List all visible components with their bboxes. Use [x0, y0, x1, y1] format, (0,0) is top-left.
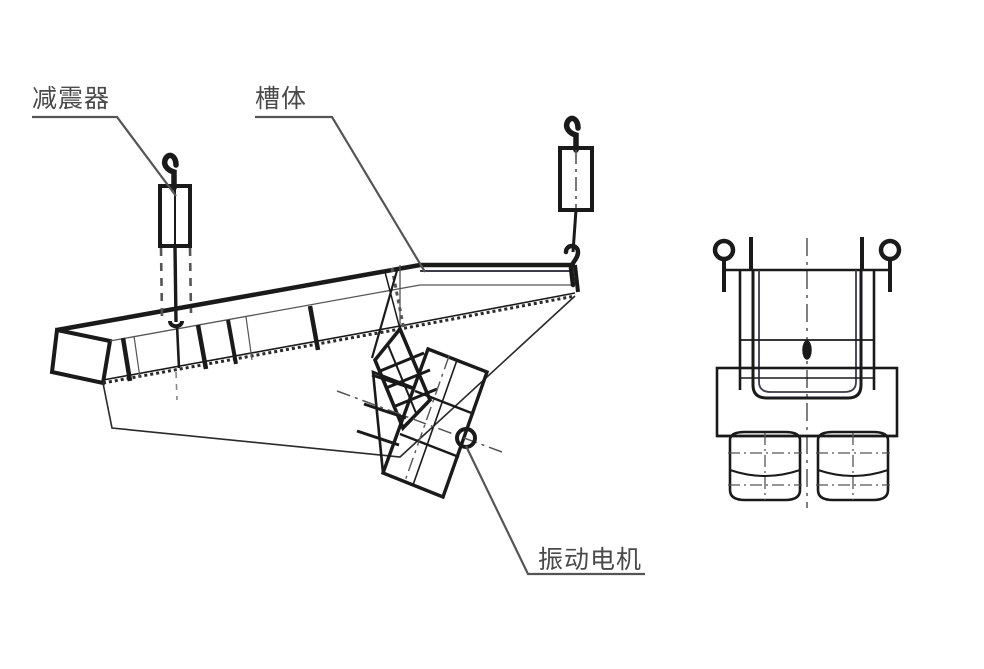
trough-rib-3 — [226, 319, 238, 365]
damper-right-hook-bottom — [563, 243, 581, 288]
motor-mount-bracket — [370, 266, 438, 432]
damper-left-pin-hidden — [175, 371, 178, 401]
trough-label: 槽体 — [255, 84, 307, 113]
motor-left-cylinder — [728, 430, 802, 502]
bracket-plate — [372, 325, 433, 432]
damper-leader-line — [32, 115, 177, 197]
trough-rib-4 — [307, 305, 321, 351]
bracket-center-line — [387, 344, 417, 414]
motor-leader-line — [465, 445, 645, 576]
trough-leader-line — [255, 115, 426, 273]
trough-rib-3-far — [245, 316, 253, 361]
motor-right-split — [817, 469, 889, 477]
lifting-eyelet-left — [712, 238, 736, 292]
bracket-bolt-1 — [379, 351, 425, 373]
end-view-motor-right — [816, 430, 890, 502]
motor-partition-2 — [399, 432, 460, 459]
damper-left-hook — [161, 152, 179, 191]
damper-left-guide-left — [159, 247, 164, 319]
end-view-center-boss — [802, 340, 812, 360]
callout-vibration-motor: 振动电机 — [465, 445, 645, 576]
end-view-inner-liner-2 — [758, 270, 857, 393]
motor-body-outline — [380, 346, 490, 500]
motor-right-cylinder — [816, 430, 890, 502]
bracket-strut — [370, 266, 400, 359]
vibration-motor-block — [336, 346, 503, 500]
trough-far-wall-top — [109, 284, 575, 342]
damper-left — [158, 152, 193, 401]
motor-left-split — [729, 469, 801, 477]
motor-foot-1 — [371, 373, 415, 391]
side-elevation-view — [49, 115, 594, 500]
bracket-bolt-3 — [392, 387, 438, 409]
callout-damper: 减震器 — [32, 84, 177, 197]
trough-floor-outline — [102, 295, 576, 458]
damper-right — [558, 115, 594, 288]
vibration-motor-label: 振动电机 — [538, 545, 642, 574]
trough-gusset-line — [384, 271, 401, 330]
trough-rib-1 — [120, 337, 133, 382]
bracket-bolt-2 — [385, 368, 431, 390]
motor-partition-1 — [414, 389, 475, 416]
end-view-motor-left — [728, 430, 802, 502]
motor-foot-2 — [363, 402, 407, 420]
motor-split-line — [412, 359, 458, 486]
damper-left-guide-right — [188, 247, 193, 314]
trough-rib-1-far — [133, 335, 141, 379]
motor-centerline-vertical — [404, 355, 450, 482]
lifting-eyelet-right — [878, 238, 902, 292]
end-elevation-view — [712, 237, 902, 508]
damper-right-hook-top — [563, 115, 581, 153]
damper-label: 减震器 — [32, 84, 110, 113]
end-view-inner-liner — [751, 270, 863, 400]
callout-trough: 槽体 — [255, 84, 426, 273]
damper-left-pin — [175, 324, 181, 369]
trough-rib-2 — [195, 324, 209, 370]
motor-foot-3 — [356, 429, 400, 447]
damper-left-rod — [173, 245, 178, 323]
trough-discharge-end — [573, 264, 580, 293]
